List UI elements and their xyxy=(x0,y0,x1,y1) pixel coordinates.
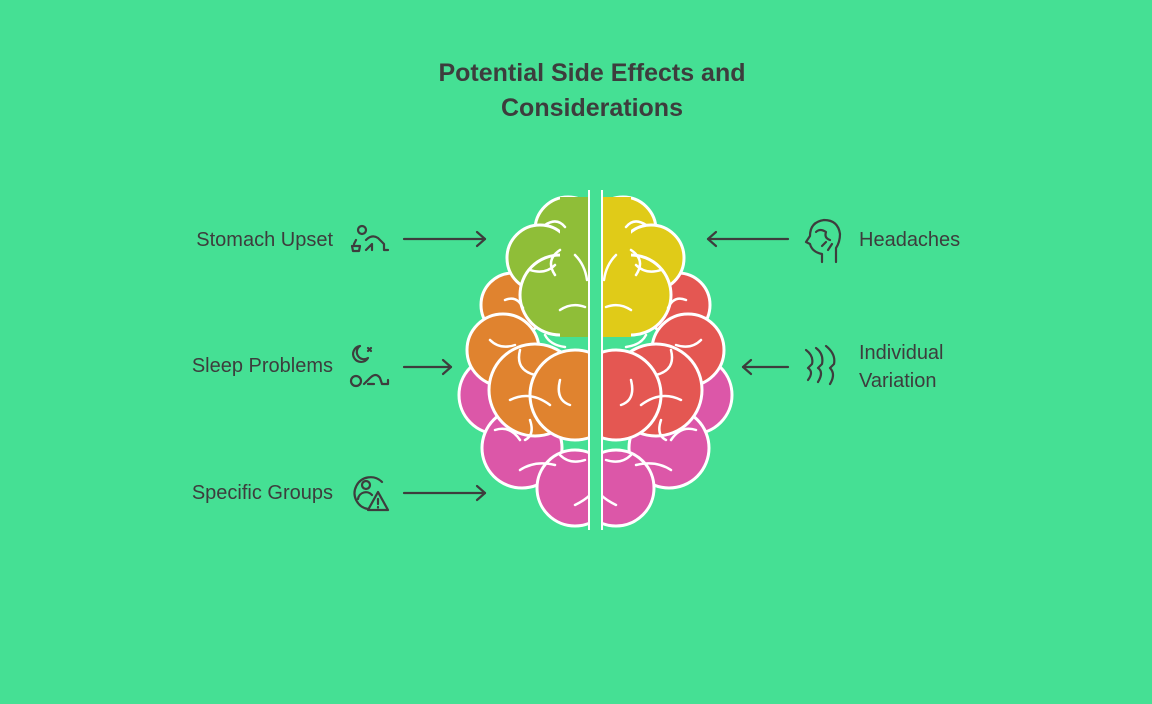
arrow-specific-groups xyxy=(402,484,487,502)
head-pain-icon xyxy=(804,218,842,264)
sleep-disturbance-icon xyxy=(349,344,390,388)
title-line-1: Potential Side Effects and xyxy=(438,59,746,87)
label-individual: Individual xyxy=(859,342,944,364)
label-individual-variation: Individual Variation xyxy=(859,339,944,395)
arrow-individual-variation xyxy=(741,358,790,376)
arrow-sleep-problems xyxy=(402,358,453,376)
brain-left-hemisphere xyxy=(457,190,590,530)
lobe-green xyxy=(505,195,590,337)
label-sleep-problems: Sleep Problems xyxy=(191,355,333,377)
arrow-headaches xyxy=(706,230,790,248)
label-headaches: Headaches xyxy=(859,229,961,251)
person-warning-icon xyxy=(353,476,390,512)
label-variation: Variation xyxy=(859,370,937,392)
lobe-yellow xyxy=(601,195,686,337)
arrow-stomach-upset xyxy=(402,230,487,248)
diagram-title: Potential Side Effects and Consideration… xyxy=(0,56,1152,126)
brain-right-hemisphere xyxy=(601,190,734,530)
label-stomach-upset: Stomach Upset xyxy=(196,229,333,251)
multiple-profiles-icon xyxy=(804,344,836,386)
brain-folds xyxy=(488,220,590,507)
nausea-person-icon xyxy=(350,224,390,253)
label-specific-groups: Specific Groups xyxy=(191,482,333,504)
title-line-2: Considerations xyxy=(501,94,683,122)
